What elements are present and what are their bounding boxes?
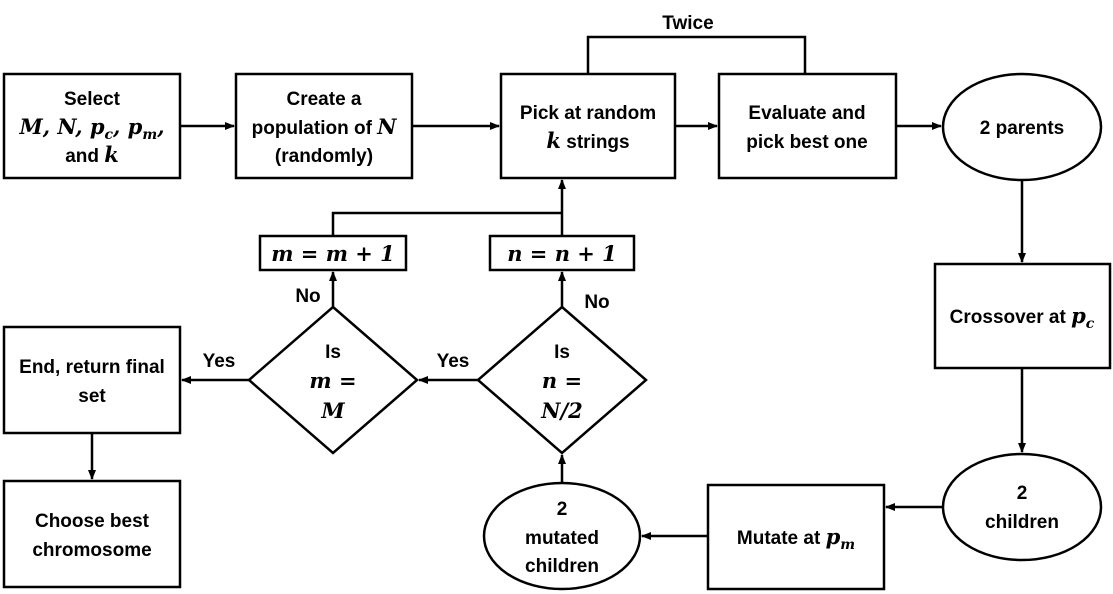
- mutated-line1: 2: [557, 499, 568, 520]
- is-n-decision: [476, 305, 648, 455]
- n-increment-box: [488, 234, 636, 272]
- crossover-box: [933, 262, 1112, 370]
- parents-label: 2 parents: [980, 118, 1064, 139]
- pick-line2: k strings: [546, 128, 629, 153]
- select-variables: M, N, pc, pm,: [18, 114, 164, 143]
- children-ellipse: [941, 452, 1103, 562]
- children-line2: children: [985, 512, 1059, 533]
- mutate-box: [706, 483, 886, 591]
- no-n-label: No: [584, 292, 609, 313]
- create-line1: Create a: [287, 89, 362, 110]
- children-line1: 2: [1017, 483, 1028, 504]
- mutate-label: Mutate at pm: [737, 524, 855, 553]
- end-line1: End, return final: [19, 357, 165, 378]
- is-n-line1: Is: [554, 342, 570, 363]
- end-box: [2, 325, 182, 435]
- end-line2: set: [78, 386, 106, 407]
- is-n-line2: n =: [542, 368, 582, 393]
- is-m-decision: [247, 305, 419, 455]
- select-params-box: [2, 72, 182, 180]
- evaluate-line2: pick best one: [746, 132, 867, 153]
- choose-line1: Choose best: [35, 511, 150, 532]
- choose-best-box: [2, 479, 182, 589]
- evaluate-line1: Evaluate and: [748, 103, 865, 124]
- yes-n-label: Yes: [437, 351, 470, 372]
- twice-label: Twice: [662, 13, 713, 34]
- is-n-line3: N/2: [540, 398, 582, 423]
- mutated-line2: mutated: [525, 528, 599, 549]
- select-label: Select: [64, 89, 121, 110]
- choose-line2: chromosome: [32, 540, 151, 561]
- yes-m-label: Yes: [203, 351, 236, 372]
- m-increment-box: [258, 234, 408, 272]
- edge-m-increment-join: [331, 211, 562, 236]
- create-line3: (randomly): [275, 146, 373, 167]
- crossover-label: Crossover at pc: [950, 303, 1095, 332]
- mutated-line3: children: [525, 556, 599, 577]
- pick-random-box: [499, 72, 677, 180]
- n-increment-label: n = n + 1: [507, 241, 617, 266]
- is-m-line3: M: [320, 398, 345, 423]
- create-population-box: [234, 72, 414, 180]
- m-increment-label: m = m + 1: [271, 241, 395, 266]
- edge-twice-loop: [586, 35, 807, 74]
- select-and-k: and k: [65, 142, 119, 167]
- is-m-line2: m =: [309, 368, 356, 393]
- evaluate-box: [717, 72, 898, 180]
- is-m-line1: Is: [325, 342, 341, 363]
- create-line2: population of N: [252, 114, 398, 139]
- pick-line1: Pick at random: [520, 103, 656, 124]
- no-m-label: No: [295, 286, 320, 307]
